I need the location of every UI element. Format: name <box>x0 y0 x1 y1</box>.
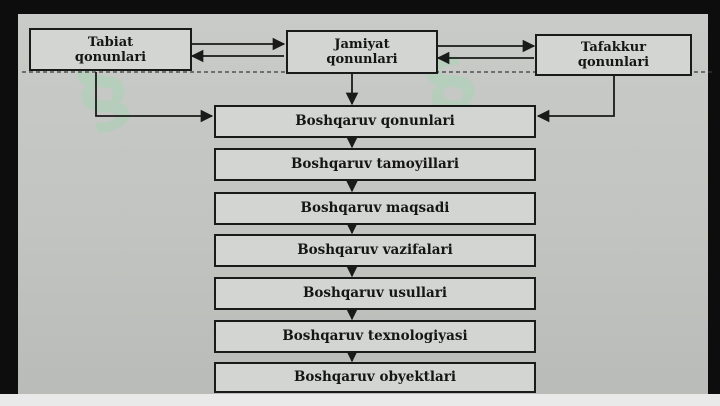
arrow-tafakkur-to-chain <box>536 76 615 123</box>
image-border <box>0 394 720 406</box>
arrow-tabiat-to-chain <box>95 72 214 123</box>
chain-box-usullari: Boshqaruv usullari <box>214 277 536 310</box>
box-tafakkur-qonunlari: Tafakkur qonunlari <box>535 34 692 76</box>
chain-box-maqsadi: Boshqaruv maqsadi <box>214 192 536 225</box>
box-jamiyat-qonunlari: Jamiyat qonunlari <box>286 30 438 74</box>
chain-box-texnologiyasi: Boshqaruv texnologiyasi <box>214 320 536 353</box>
chain-box-tamoyillari: Boshqaruv tamoyillari <box>214 148 536 181</box>
chain-box-vazifalari: Boshqaruv vazifalari <box>214 234 536 267</box>
box-tabiat-qonunlari: Tabiat qonunlari <box>29 28 192 71</box>
chain-box-obyektlari: Boshqaruv obyektlari <box>214 362 536 393</box>
chain-box-qonunlari: Boshqaruv qonunlari <box>214 105 536 138</box>
